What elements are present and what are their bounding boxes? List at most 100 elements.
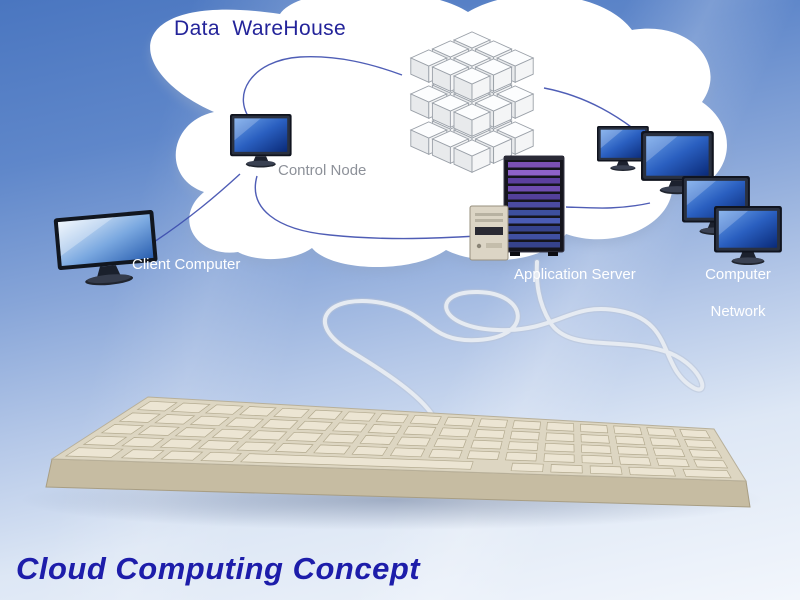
- page-title: Cloud Computing Concept: [16, 551, 421, 586]
- keyboard-key: [322, 433, 360, 444]
- keyboard-key: [159, 438, 202, 449]
- computer-network-label: Computer Network: [692, 256, 784, 330]
- keyboard-key: [341, 411, 376, 422]
- keyboard-key: [359, 435, 396, 445]
- keyboard-key: [189, 415, 230, 427]
- keyboard-key: [656, 457, 690, 467]
- server-led-stripe: [508, 194, 560, 200]
- keyboard-key: [544, 442, 575, 453]
- keyboard-key: [118, 412, 161, 423]
- keyboard-key: [160, 450, 204, 461]
- server-led-stripe: [508, 226, 560, 232]
- keyboard-key: [545, 432, 575, 442]
- keyboard-key: [478, 418, 508, 429]
- keyboard-key: [580, 423, 609, 434]
- keyboard-key: [273, 407, 310, 419]
- keyboard-key: [403, 425, 437, 436]
- keyboard-key: [204, 404, 244, 415]
- keyboard-key: [296, 420, 334, 431]
- widescreen-monitor-icon: [53, 210, 158, 286]
- keyboard-key: [313, 444, 351, 455]
- keyboard-key: [589, 465, 623, 475]
- keyboard-cable: [321, 258, 706, 420]
- keyboard-key: [82, 435, 128, 446]
- keyboard-key: [274, 443, 314, 453]
- keyboard-key: [375, 413, 409, 424]
- cube-stack-icon: [410, 31, 534, 173]
- keyboard-key: [100, 424, 145, 435]
- keyboard-key: [546, 421, 575, 432]
- keyboard-key: [470, 439, 503, 450]
- server-led-stripe: [508, 178, 560, 184]
- wire-client-to-control-node: [153, 173, 241, 243]
- control-node-label: Control Node: [278, 162, 367, 179]
- wire-control-node-to-server: [254, 175, 479, 240]
- server-led-stripe: [508, 170, 560, 176]
- server-tower-icon: [469, 205, 509, 261]
- keyboard-key: [628, 466, 677, 477]
- keyboard-key: [351, 446, 389, 456]
- keyboard-key: [509, 430, 540, 441]
- keyboard-key: [543, 453, 575, 463]
- keyboard-key: [512, 420, 541, 430]
- keyboard-key: [285, 431, 324, 442]
- keyboard-key: [580, 434, 610, 444]
- keyboard-key: [652, 447, 686, 457]
- server-led-stripe: [508, 186, 560, 192]
- wire-network-to-server: [565, 202, 651, 209]
- server-rack-icon: [503, 155, 565, 256]
- wire-control-node-to-warehouse: [242, 56, 403, 125]
- keyboard-key: [197, 440, 240, 451]
- keyboard-key: [683, 439, 717, 449]
- keyboard-key: [409, 414, 442, 425]
- keyboard-key: [170, 402, 211, 414]
- server-led-stripe: [508, 218, 560, 224]
- keyboard-key: [200, 451, 243, 462]
- keyboard-key: [236, 441, 277, 452]
- keyboard-key: [474, 429, 506, 439]
- keyboard-key: [225, 417, 265, 428]
- keyboard-key: [693, 459, 729, 469]
- keyboard-key: [615, 435, 646, 446]
- server-led-stripe: [508, 210, 560, 216]
- keyboard-key: [581, 454, 614, 465]
- keyboard-key: [466, 450, 500, 460]
- keyboard-key: [248, 430, 288, 441]
- keyboard-key: [505, 451, 538, 462]
- keyboard-key: [682, 468, 732, 479]
- keyboard-key: [389, 447, 426, 458]
- keyboard-key: [688, 449, 723, 459]
- keyboard-key: [260, 419, 299, 430]
- keyboard-key: [433, 438, 467, 448]
- computer-network-label-line1: Computer: [705, 266, 771, 283]
- server-led-stripe: [508, 162, 560, 168]
- keyboard-key: [120, 449, 165, 460]
- keyboard-key: [646, 427, 677, 437]
- keyboard-key: [154, 414, 196, 425]
- keyboard-key: [238, 406, 277, 417]
- keyboard-key: [510, 462, 544, 473]
- keyboard-icon: [45, 396, 751, 508]
- keyboard-key: [396, 436, 431, 447]
- keyboard-key: [211, 428, 252, 439]
- keyboard-key: [64, 447, 124, 458]
- keyboard-key: [174, 427, 216, 438]
- keyboard-key: [136, 400, 178, 412]
- keyboard-key: [616, 446, 649, 456]
- keyboard-key: [331, 422, 368, 433]
- keyboard-key: [679, 429, 711, 439]
- keyboard-key: [613, 425, 643, 435]
- application-server-label: Application Server: [514, 266, 636, 283]
- keyboard-key: [550, 464, 583, 474]
- keyboard-key: [581, 444, 612, 454]
- keyboard-key: [507, 441, 539, 451]
- keyboard-key: [618, 456, 652, 466]
- keyboard-key: [137, 425, 181, 436]
- server-led-stripe: [508, 242, 560, 248]
- keyboard-key: [367, 424, 402, 434]
- client-computer-label: Client Computer: [132, 256, 241, 273]
- server-led-stripe: [508, 202, 560, 208]
- computer-network-label-line2: Network: [710, 303, 766, 320]
